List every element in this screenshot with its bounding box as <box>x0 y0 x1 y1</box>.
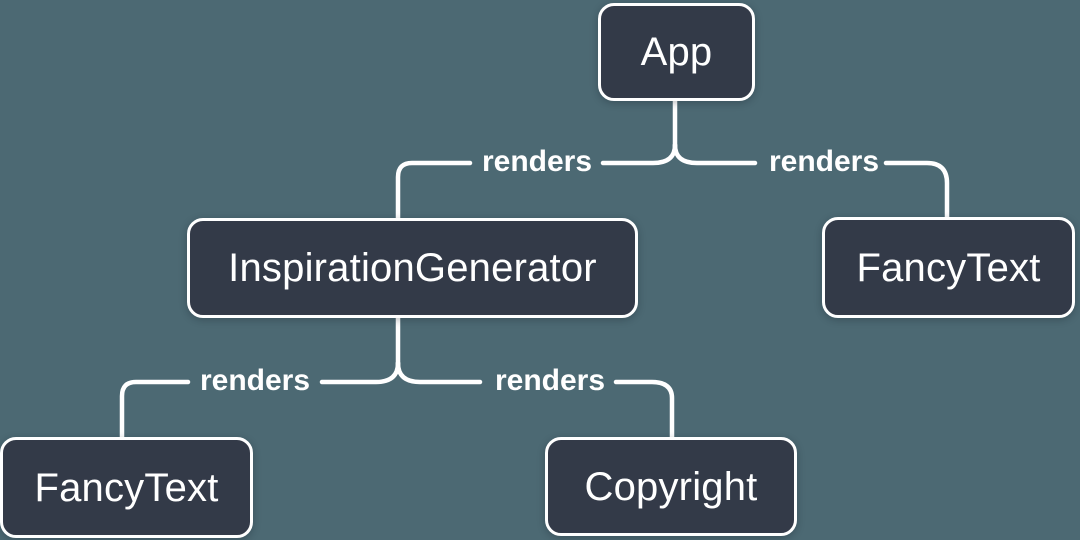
edge-inspirationgenerator-fancytext-line-left <box>119 379 191 440</box>
node-app: App <box>598 3 755 101</box>
edge-label-app-inspirationgenerator: renders <box>481 145 593 178</box>
edge-app-fancytext-line-right <box>883 160 950 220</box>
edge-app-fancytext-line-left <box>672 142 758 166</box>
edge-inspirationgenerator-copyright-line-left <box>395 360 483 385</box>
node-app-label: App <box>640 30 713 74</box>
node-inspiration-generator-label: InspirationGenerator <box>228 246 597 290</box>
node-fancytext-bottom-label: FancyText <box>34 465 219 510</box>
node-fancytext-top-label: FancyText <box>856 245 1041 290</box>
edge-label-inspirationgenerator-fancytext: renders <box>199 364 311 397</box>
edge-label-app-fancytext: renders <box>768 145 880 178</box>
edge-app-inspirationgenerator-line-right <box>600 142 678 166</box>
node-fancytext-top: FancyText <box>822 217 1075 318</box>
node-copyright: Copyright <box>545 437 797 536</box>
edge-inspirationgenerator-copyright-line-right <box>613 379 675 440</box>
edge-app-inspirationgenerator-line-left <box>395 160 473 221</box>
node-copyright-label: Copyright <box>584 464 758 509</box>
node-fancytext-bottom: FancyText <box>0 437 253 538</box>
node-inspiration-generator: InspirationGenerator <box>187 218 638 318</box>
edge-label-inspirationgenerator-copyright: renders <box>494 364 606 397</box>
edge-inspirationgenerator-fancytext-line-right <box>319 360 401 385</box>
